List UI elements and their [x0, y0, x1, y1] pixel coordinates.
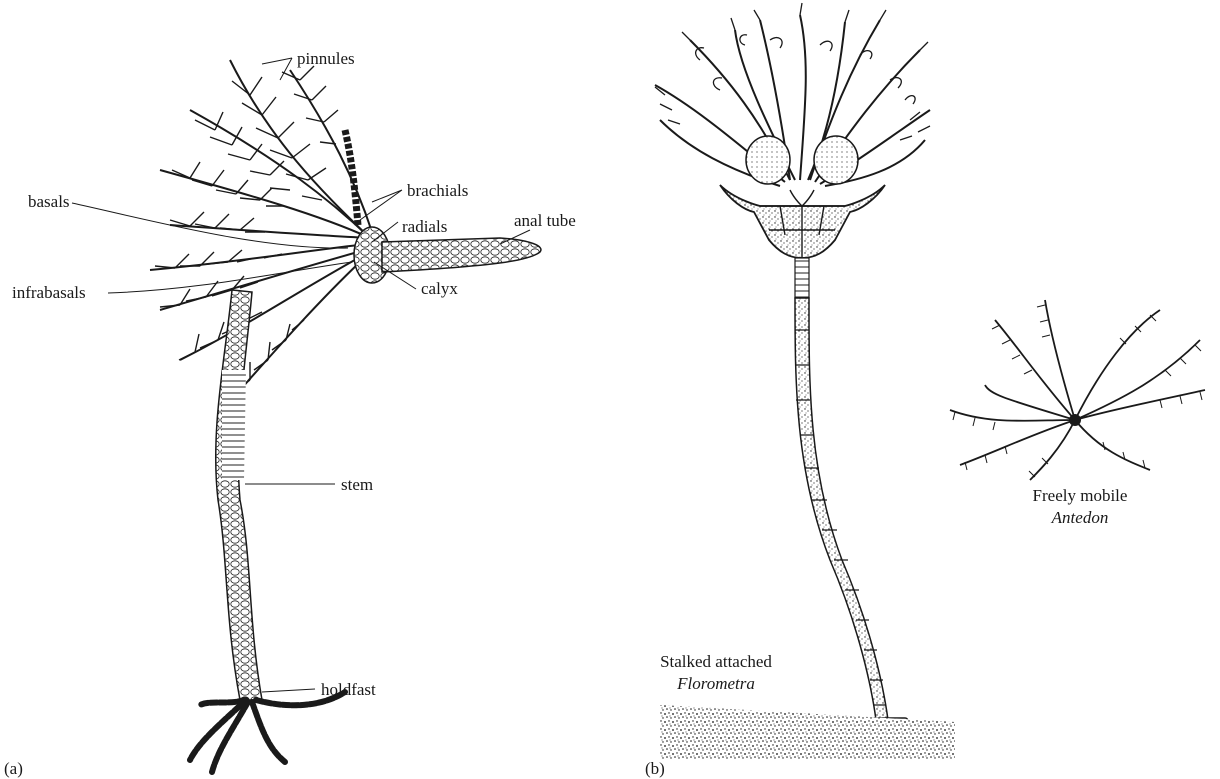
panel-a-leaders	[72, 58, 530, 692]
stem-upper-bands	[222, 370, 246, 480]
sea-floor	[660, 705, 955, 760]
florometra-caption: Stalked attached	[660, 652, 772, 671]
florometra-illustration	[655, 3, 955, 760]
panel-a-label: (a)	[4, 759, 23, 778]
panel-b-label: (b)	[645, 759, 665, 778]
antedon-caption: Freely mobile	[1033, 486, 1128, 505]
label-radials: radials	[402, 217, 447, 236]
label-basals: basals	[28, 192, 70, 211]
label-calyx: calyx	[421, 279, 458, 298]
florometra-gonad-right	[814, 136, 858, 184]
label-brachials: brachials	[407, 181, 468, 200]
florometra-arms	[655, 15, 930, 186]
antedon-illustration	[950, 300, 1205, 480]
anal-tube-shape	[382, 238, 541, 272]
stem-column	[216, 290, 262, 700]
florometra-stalk-top	[795, 258, 809, 298]
label-pinnules: pinnules	[297, 49, 355, 68]
antedon-disc	[1069, 414, 1081, 426]
holdfast-roots	[190, 692, 345, 772]
label-holdfast: holdfast	[321, 680, 376, 699]
florometra-stalk	[795, 298, 888, 720]
florometra-cirri	[655, 3, 930, 140]
panel-a-illustration	[72, 58, 541, 772]
label-anal-tube: anal tube	[514, 211, 576, 230]
antedon-genus: Antedon	[1051, 508, 1109, 527]
florometra-gonad-left	[746, 136, 790, 184]
florometra-genus: Florometra	[676, 674, 755, 693]
label-infrabasals: infrabasals	[12, 283, 86, 302]
crown-arms	[150, 60, 372, 390]
label-stem: stem	[341, 475, 373, 494]
